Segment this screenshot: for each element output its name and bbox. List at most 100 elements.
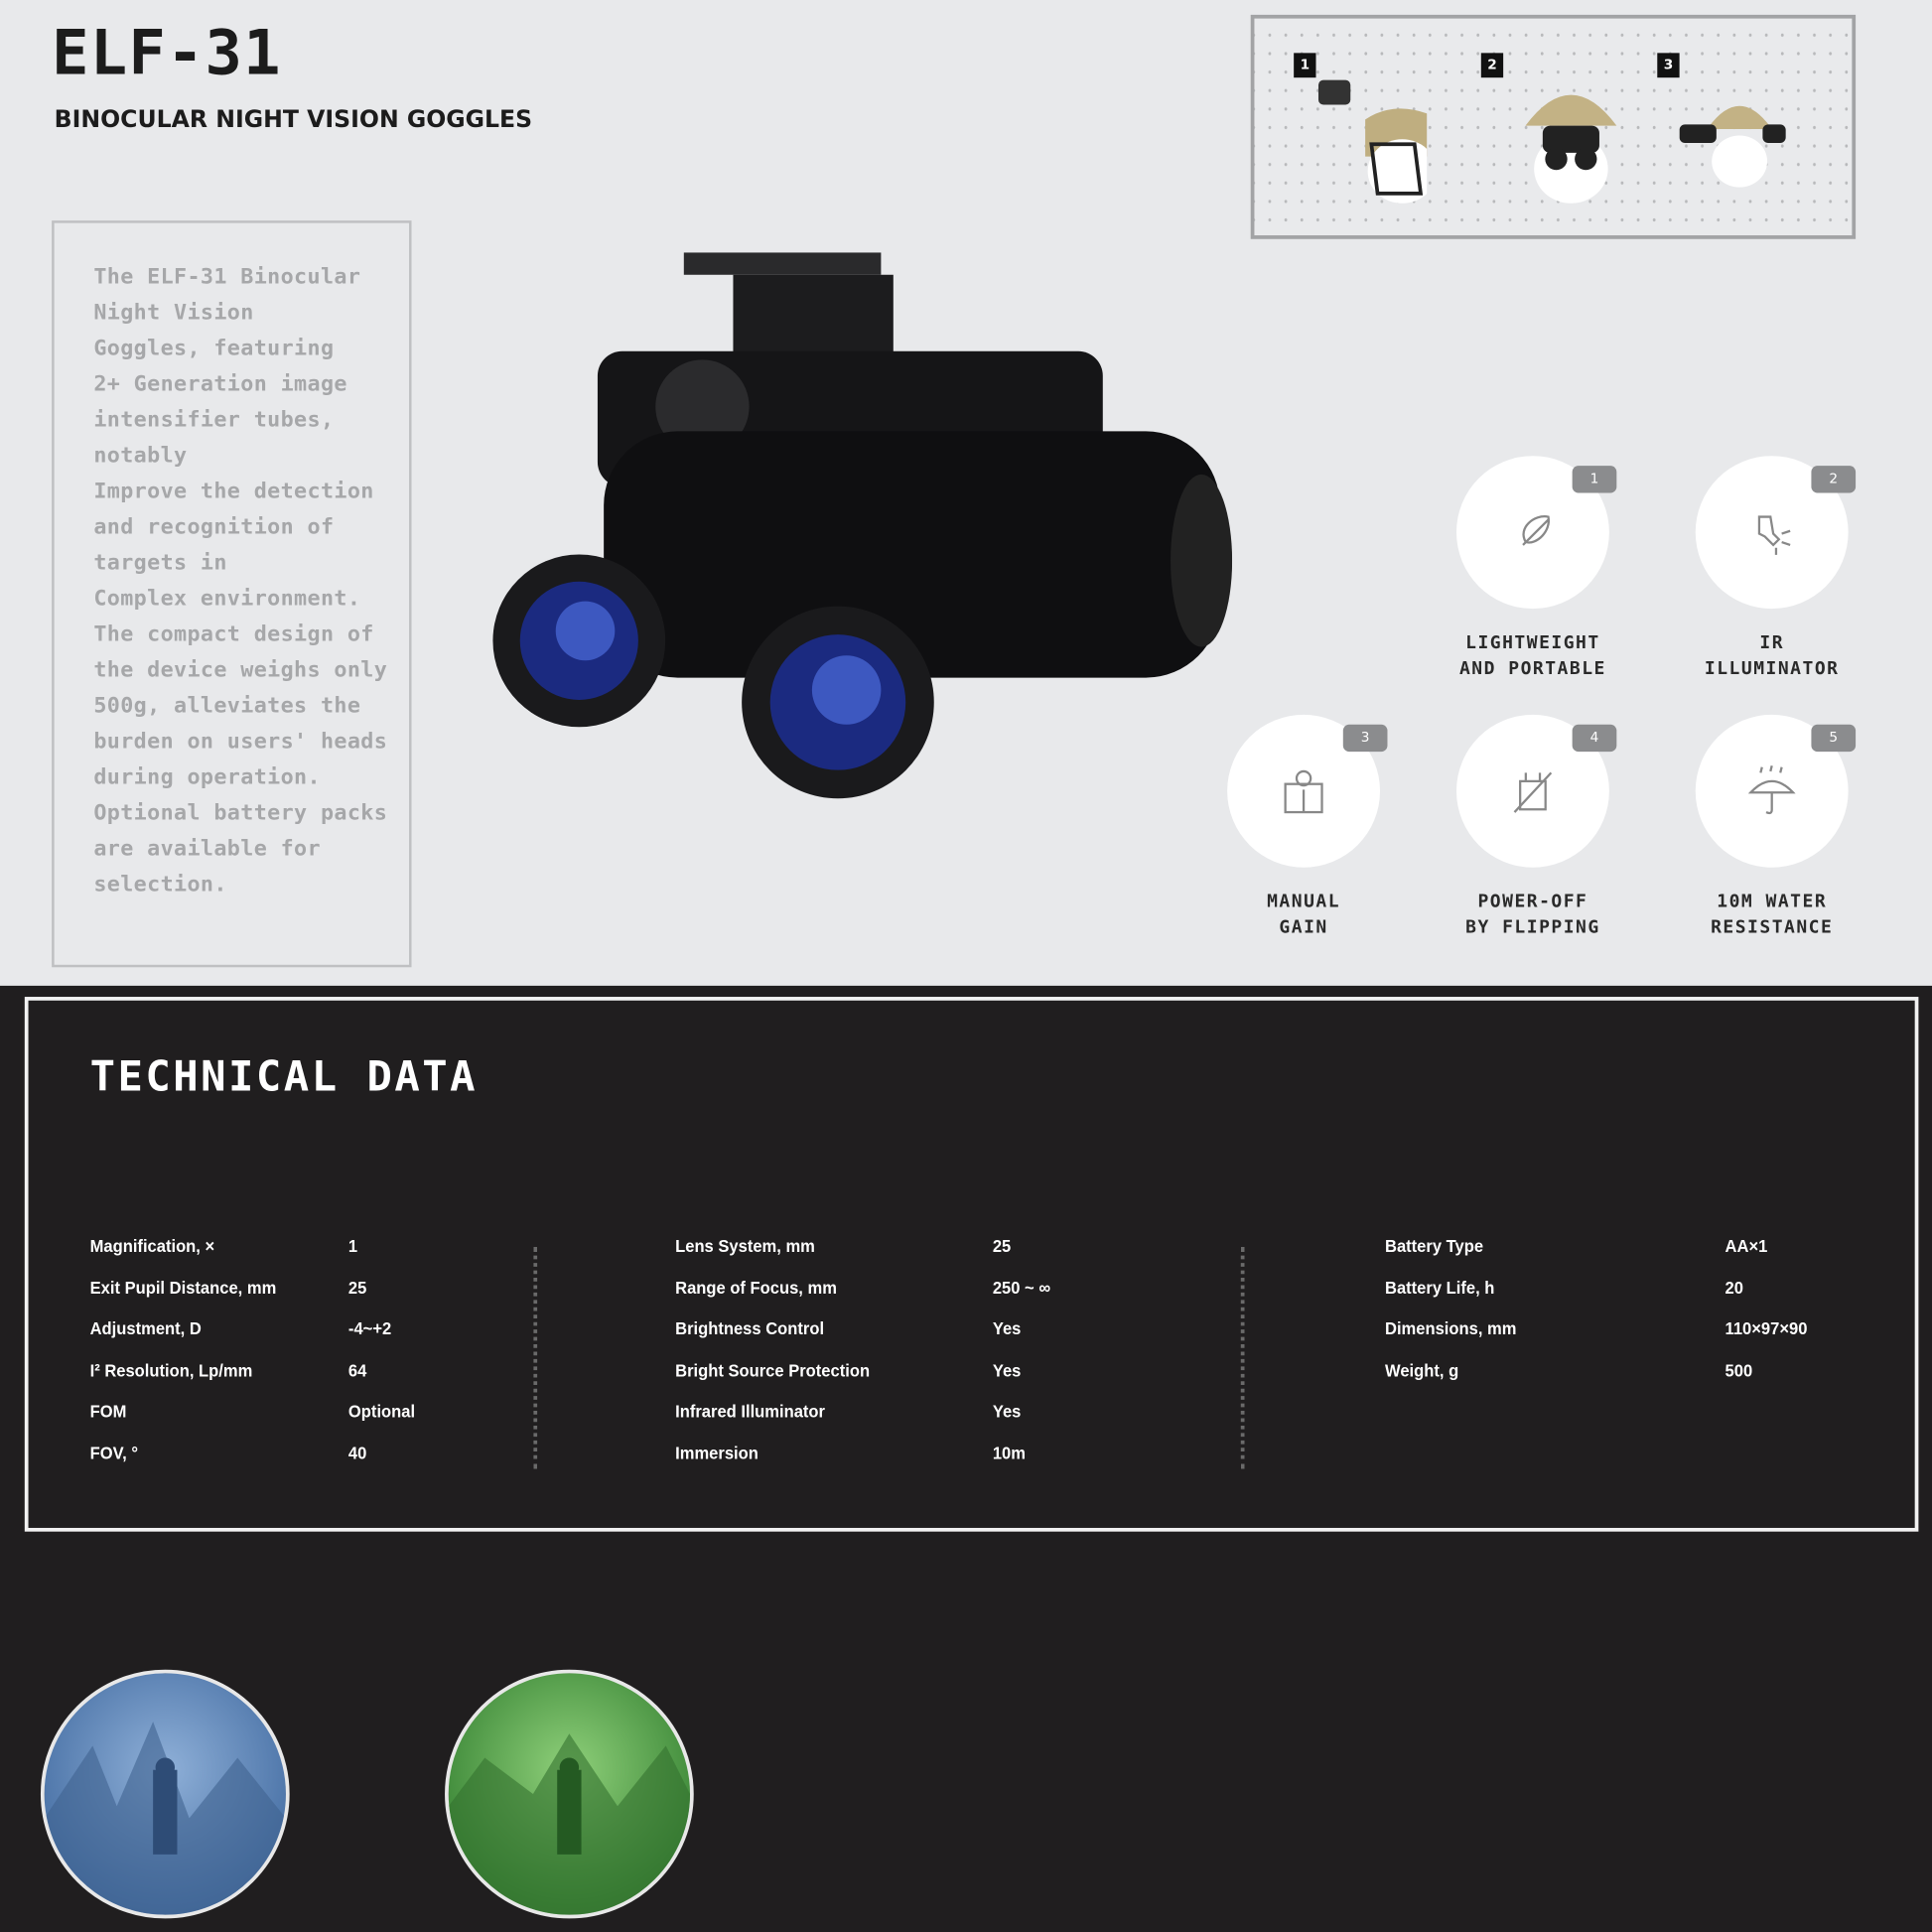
feature-icon-circle: 5	[1695, 714, 1857, 868]
feature-number-badge: 1	[1572, 466, 1617, 493]
description-line: notably	[93, 443, 188, 469]
description-line: selection.	[93, 872, 227, 897]
feature-label-line: ILLUMINATOR	[1704, 658, 1840, 679]
description-line: The ELF-31 Binocular	[93, 264, 361, 290]
spec-value: Optional	[347, 1402, 416, 1423]
feature-label-line: IR	[1759, 632, 1785, 653]
spec-label: Immersion	[675, 1444, 759, 1464]
feature-label: LIGHTWEIGHT AND PORTABLE	[1422, 630, 1643, 682]
description-line: and recognition of	[93, 514, 335, 540]
spec-row: FOV, °40	[90, 1445, 415, 1486]
feature-number-badge: 5	[1811, 724, 1857, 753]
spec-row: Infrared Illuminator Yes	[675, 1403, 1050, 1445]
spec-row: Brightness Control Yes	[675, 1319, 1050, 1361]
feather-icon	[1522, 515, 1550, 546]
spec-value: -4~+2	[347, 1319, 392, 1340]
spec-value: 1	[347, 1237, 358, 1257]
product-subtitle: BINOCULAR NIGHT VISION GOGGLES	[54, 105, 533, 134]
description-line: Complex environment.	[93, 586, 361, 612]
spec-value: 64	[347, 1361, 367, 1382]
spec-row: Exit Pupil Distance, mm 25	[90, 1279, 415, 1320]
spec-value: Yes	[992, 1319, 1022, 1340]
spec-row: Dimensions, mm 110×97×90	[1385, 1319, 1807, 1361]
blue-phosphor-scene-image	[40, 1669, 290, 1919]
spec-row: Battery Type AA×1	[1385, 1237, 1807, 1279]
feature-label-line: BY FLIPPING	[1465, 917, 1600, 938]
mounting-positions-panel: 1 2 3	[1250, 14, 1857, 239]
product-title: ELF-31	[52, 17, 282, 89]
feature-number-badge: 2	[1811, 466, 1857, 493]
description-line: 500g, alleviates the	[93, 693, 361, 719]
spec-label: Infrared Illuminator	[675, 1402, 826, 1423]
spec-label: Bright Source Protection	[675, 1361, 871, 1382]
description-line: the device weighs only	[93, 657, 388, 683]
spec-label: FOV, °	[89, 1444, 138, 1464]
spec-value: 20	[1725, 1278, 1743, 1299]
description-line: Improve the detection	[93, 479, 374, 504]
spec-row: Adjustment, D -4~+2	[90, 1319, 415, 1361]
description-line: intensifier tubes,	[93, 407, 335, 433]
feature-icon-circle: 3	[1227, 714, 1388, 868]
feature-icon-circle: 4	[1455, 714, 1617, 868]
description-line: The compact design of	[93, 621, 374, 647]
flashlight-icon	[1757, 515, 1791, 555]
spec-label: Battery Type	[1384, 1237, 1484, 1257]
description-line: 2+ Generation image	[93, 371, 347, 397]
feature-item: 5 10M WATER RESISTANCE	[1661, 714, 1882, 941]
spec-value: 250 ~ ∞	[992, 1278, 1051, 1299]
green-phosphor-scene-image	[445, 1669, 694, 1919]
feature-label-line: RESISTANCE	[1711, 917, 1834, 938]
spec-value: AA×1	[1725, 1237, 1768, 1257]
spec-label: Battery Life, h	[1384, 1278, 1495, 1299]
spec-label: Exit Pupil Distance, mm	[89, 1278, 277, 1299]
spec-value: Yes	[992, 1402, 1022, 1423]
helmet-side-stow-image	[1679, 105, 1786, 188]
product-header-section: ELF-31 BINOCULAR NIGHT VISION GOGGLES Th…	[0, 0, 1932, 986]
spec-value: 25	[347, 1278, 367, 1299]
feature-label-line: 10M WATER	[1717, 892, 1828, 912]
position-number: 3	[1657, 53, 1680, 78]
spec-label: Adjustment, D	[89, 1319, 202, 1340]
description-line: Optional battery packs	[93, 800, 388, 826]
spec-row: Immersion 10m	[675, 1445, 1050, 1486]
feature-label-line: GAIN	[1279, 917, 1328, 938]
feature-icon-circle: 1	[1455, 456, 1617, 610]
spec-label: Range of Focus, mm	[675, 1278, 837, 1299]
feature-label-line: LIGHTWEIGHT	[1465, 632, 1600, 653]
spec-row: Range of Focus, mm 250 ~ ∞	[675, 1279, 1050, 1320]
description-line: during operation.	[93, 764, 321, 790]
spec-label: Dimensions, mm	[1384, 1319, 1517, 1340]
description-line: Goggles, featuring	[93, 336, 335, 361]
night-vision-goggles-product-image	[492, 252, 1233, 799]
power-off-icon	[1513, 771, 1553, 813]
description-line: Night Vision	[93, 300, 254, 326]
feature-label-line: AND PORTABLE	[1458, 658, 1606, 679]
description-line: are available for	[93, 836, 321, 862]
technical-data-title: TECHNICAL DATA	[89, 1051, 479, 1102]
spec-value: 10m	[992, 1444, 1026, 1464]
spec-label: Brightness Control	[675, 1319, 825, 1340]
spec-row: Battery Life, h 20	[1385, 1279, 1807, 1320]
spec-value: 500	[1725, 1361, 1753, 1382]
feature-icon-circle: 2	[1695, 456, 1857, 610]
feature-number-badge: 3	[1342, 724, 1388, 753]
helmet-flipped-up-image	[1317, 79, 1428, 204]
spec-value: 110×97×90	[1725, 1319, 1808, 1340]
column-divider	[1240, 1246, 1245, 1469]
spec-label: Magnification, ×	[89, 1237, 215, 1257]
gear-box-icon	[1284, 769, 1323, 814]
